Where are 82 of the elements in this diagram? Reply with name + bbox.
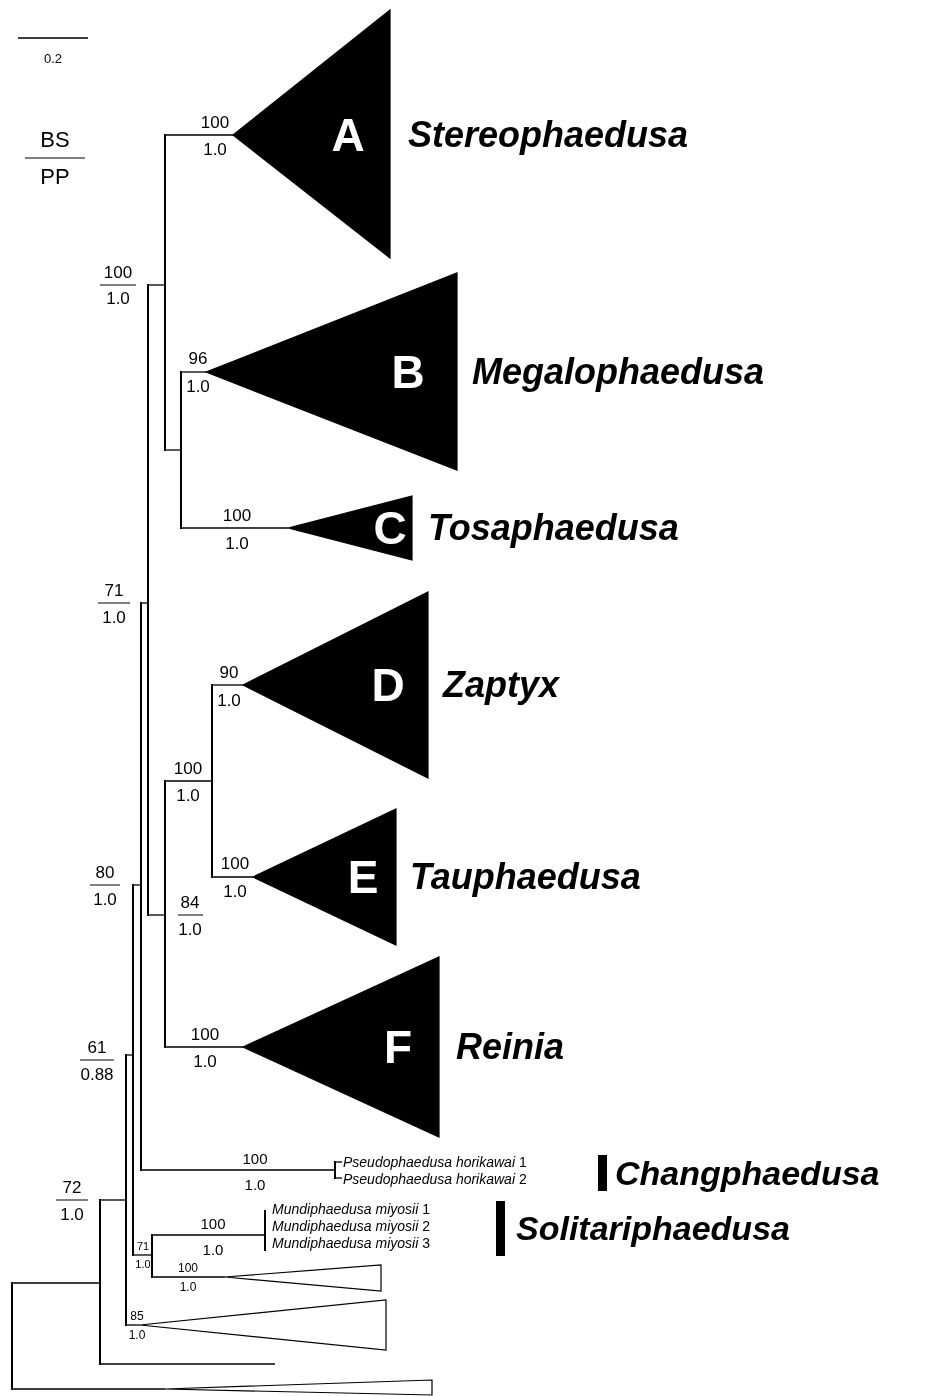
support-value: 1.0	[225, 534, 249, 552]
genus-label: Megalophaedusa	[472, 354, 765, 390]
tree-branch	[151, 1276, 226, 1278]
support-value: 85	[130, 1310, 144, 1322]
tree-branch	[99, 1199, 127, 1201]
clade-letter: E	[347, 854, 379, 900]
support-value: 1.0	[178, 920, 202, 938]
support-value: 100	[190, 1025, 220, 1043]
support-value: 1.0	[202, 1241, 224, 1257]
clade-letter: A	[331, 112, 365, 158]
support-value: 100	[200, 113, 230, 131]
support-value: 71	[104, 581, 124, 599]
support-value: 1.0	[203, 140, 227, 158]
tree-branch	[147, 284, 166, 286]
support-value: 1.0	[223, 882, 247, 900]
genus-label: Zaptyx	[443, 667, 560, 703]
support-value: 1.0	[217, 691, 241, 709]
tree-branch	[147, 914, 166, 916]
clade-letter: F	[383, 1024, 413, 1070]
tree-branch	[334, 1161, 343, 1163]
genus-label: Stereophaedusa	[408, 117, 689, 153]
tree-branch	[164, 134, 234, 136]
support-key-label: PP	[40, 166, 70, 188]
support-value: 90	[219, 663, 239, 681]
tree-branch	[180, 371, 207, 373]
tree-branch	[132, 884, 142, 886]
tree-branch	[11, 1388, 166, 1390]
genus-label: Changphaedusa	[615, 1156, 880, 1190]
support-value: 1.0	[128, 1329, 146, 1341]
tree-branch	[151, 1234, 266, 1236]
support-value: 100	[242, 1150, 268, 1166]
tree-branch	[211, 684, 244, 686]
tree-branch	[132, 1254, 153, 1256]
support-value: 100	[173, 759, 203, 777]
support-value: 1.0	[102, 608, 126, 626]
taxon-label: Pseudophaedusa horikawai 1	[343, 1155, 527, 1169]
tree-branch	[99, 1363, 276, 1365]
support-value: 100	[222, 506, 252, 524]
support-value: 1.0	[106, 289, 130, 307]
genus-label: Solitariphaedusa	[516, 1211, 790, 1245]
tree-branch	[140, 1169, 336, 1171]
scale-label: 0.2	[43, 51, 63, 65]
support-value: 71	[136, 1240, 150, 1252]
clade-letter: C	[373, 505, 407, 551]
tree-branch	[125, 1324, 141, 1326]
support-value: 61	[87, 1038, 107, 1056]
support-value: 1.0	[135, 1258, 151, 1270]
tree-branch	[125, 1054, 134, 1056]
support-value: 100	[200, 1215, 226, 1231]
support-value: 96	[188, 349, 208, 367]
tree-branch	[211, 876, 254, 878]
support-key-label: BS	[40, 129, 70, 151]
support-value: 84	[180, 893, 200, 911]
support-value: 1.0	[244, 1176, 266, 1192]
support-value: 100	[178, 1262, 198, 1274]
support-value: 1.0	[60, 1205, 84, 1223]
support-value: 0.88	[80, 1065, 114, 1083]
tree-branch	[11, 1282, 101, 1284]
genus-label: Tauphaedusa	[410, 859, 641, 895]
genus-label: Tosaphaedusa	[428, 510, 679, 546]
support-value: 1.0	[176, 786, 200, 804]
tree-branch	[140, 602, 149, 604]
support-value: 1.0	[193, 1052, 217, 1070]
clade-letter: D	[371, 662, 405, 708]
clade-letter: B	[391, 349, 425, 395]
tree-branch	[164, 449, 182, 451]
support-value: 100	[103, 263, 133, 281]
taxon-label: Mundiphaedusa miyosii 3	[272, 1236, 430, 1250]
taxon-label: Mundiphaedusa miyosii 2	[272, 1219, 430, 1233]
tree-branch	[334, 1177, 343, 1179]
support-value: 1.0	[186, 377, 210, 395]
tree-branch	[164, 1046, 244, 1048]
support-value: 100	[220, 854, 250, 872]
support-value: 72	[62, 1178, 82, 1196]
taxon-label: Mundiphaedusa miyosii 1	[272, 1202, 430, 1216]
taxon-label: Pseudophaedusa horikawai 2	[343, 1172, 527, 1186]
support-value: 1.0	[179, 1281, 197, 1293]
tree-branch	[164, 780, 213, 782]
support-value: 1.0	[93, 890, 117, 908]
tree-branch	[180, 527, 289, 529]
support-value: 80	[95, 863, 115, 881]
genus-label: Reinia	[456, 1029, 565, 1065]
